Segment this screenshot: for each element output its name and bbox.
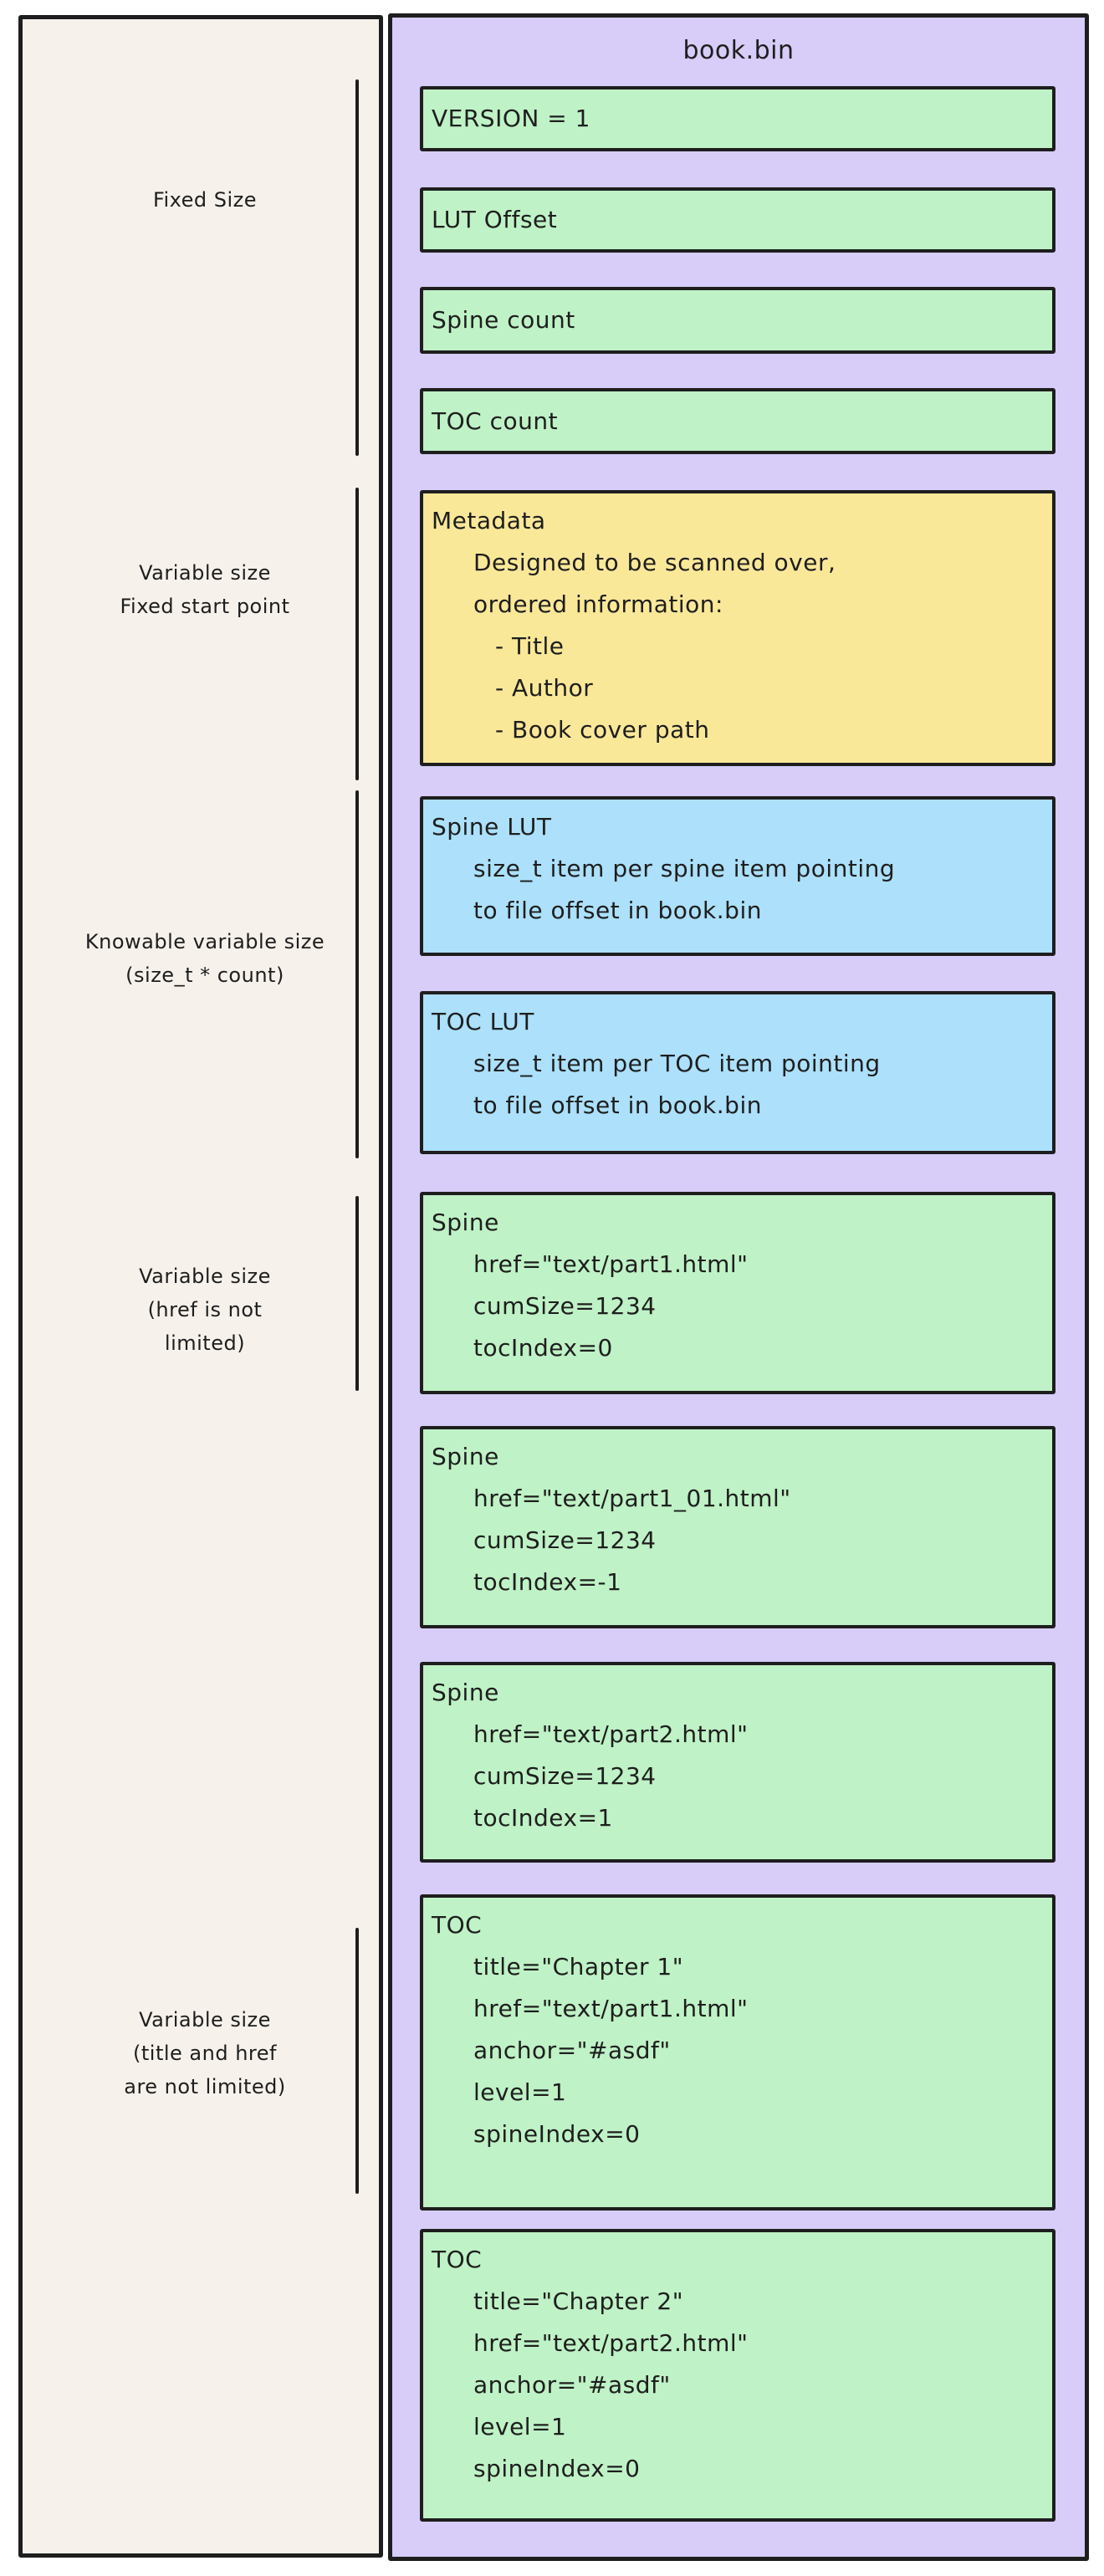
box-line: level=1 [473,2413,567,2441]
label-line: Fixed Size [152,188,258,212]
box-line: tocIndex=1 [473,1804,613,1832]
box-spine-count: Spine count [420,287,1055,354]
box-line: tocIndex=-1 [473,1568,622,1596]
box-line: href="text/part2.html" [473,1720,749,1748]
label-fixed-size: Fixed Size [44,183,365,217]
label-variable-fixed-start: Variable size Fixed start point [44,556,365,623]
box-line: Spine LUT [432,813,552,841]
bracket-variable-title-href [355,1928,359,2194]
box-line: cumSize=1234 [473,1526,657,1554]
box-line: title="Chapter 2" [473,2287,684,2315]
box-toc-lut: TOC LUT size_t item per TOC item pointin… [420,991,1055,1154]
label-line: (href is not [147,1298,263,1321]
box-line: href="text/part1.html" [473,1250,749,1278]
box-toc-2: TOC title="Chapter 2" href="text/part2.h… [420,2229,1055,2522]
box-line: Spine [432,1209,499,1236]
box-line: spineIndex=0 [473,2120,641,2148]
bracket-fixed-size [355,79,359,456]
box-line: - Author [495,674,594,702]
box-line: VERSION = 1 [432,105,590,132]
label-line: are not limited) [124,2075,286,2098]
box-line: - Title [495,632,565,660]
box-line: TOC LUT [432,1008,534,1035]
label-line: Variable size [139,2008,271,2032]
label-line: Variable size [139,561,271,585]
box-toc-count: TOC count [420,388,1055,454]
label-line: Fixed start point [120,595,290,618]
file-title: book.bin [682,36,795,65]
label-variable-href: Variable size (href is not limited) [44,1260,365,1360]
box-line: size_t item per spine item pointing [473,855,896,882]
bracket-variable-fixed-start [355,488,359,780]
label-knowable-variable: Knowable variable size (size_t * count) [44,925,365,992]
book-bin-container: book.bin VERSION = 1 LUT Offset Spine co… [388,13,1089,2561]
label-variable-title-href: Variable size (title and href are not li… [44,2003,365,2103]
box-line: TOC [432,1911,483,1939]
label-line: Knowable variable size [84,930,325,953]
box-line: to file offset in book.bin [473,1091,762,1119]
box-line: LUT Offset [432,206,558,233]
box-spine-2: Spine href="text/part1_01.html" cumSize=… [420,1426,1055,1628]
box-line: Spine [432,1679,499,1706]
box-version: VERSION = 1 [420,86,1055,151]
label-line: (size_t * count) [125,963,284,987]
box-line: Metadata [432,507,546,534]
box-line: title="Chapter 1" [473,1953,684,1981]
box-lut-offset: LUT Offset [420,187,1055,253]
box-line: cumSize=1234 [473,1292,657,1320]
box-spine-lut: Spine LUT size_t item per spine item poi… [420,796,1055,956]
box-line: Designed to be scanned over, [473,549,836,576]
bracket-knowable-variable [355,790,359,1158]
box-line: spineIndex=0 [473,2455,641,2482]
box-line: href="text/part2.html" [473,2329,749,2357]
box-line: TOC count [432,406,559,435]
box-metadata: Metadata Designed to be scanned over, or… [420,490,1055,766]
box-line: TOC [432,2246,483,2273]
box-toc-1: TOC title="Chapter 1" href="text/part1.h… [420,1894,1055,2211]
size-annotations-panel: Fixed Size Variable size Fixed start poi… [18,15,383,2558]
label-line: Variable size [139,1265,271,1288]
box-line: Spine count [432,306,575,334]
box-line: href="text/part1_01.html" [473,1485,791,1512]
box-line: cumSize=1234 [473,1762,657,1790]
box-line: ordered information: [473,590,723,618]
box-line: - Book cover path [495,716,710,744]
label-line: limited) [164,1331,246,1355]
label-line: (title and href [133,2042,277,2065]
box-line: level=1 [473,2078,567,2106]
box-line: anchor="#asdf" [473,2037,671,2064]
box-line: anchor="#asdf" [473,2371,671,2399]
box-line: to file offset in book.bin [473,897,762,924]
box-line: Spine [432,1443,499,1470]
box-spine-1: Spine href="text/part1.html" cumSize=123… [420,1192,1055,1394]
bracket-variable-href [355,1196,359,1391]
box-spine-3: Spine href="text/part2.html" cumSize=123… [420,1662,1055,1863]
box-line: size_t item per TOC item pointing [473,1050,881,1077]
box-line: tocIndex=0 [473,1334,613,1362]
box-line: href="text/part1.html" [473,1995,749,2022]
